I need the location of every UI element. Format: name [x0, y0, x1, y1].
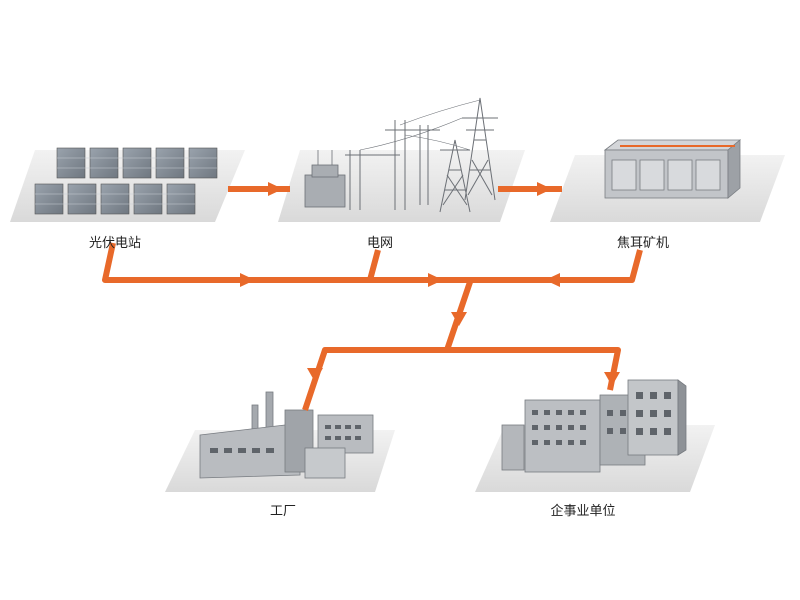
- flow-miner-down: [465, 249, 643, 283]
- flow-lines: [102, 186, 643, 411]
- arrow-down-icon: [451, 312, 467, 326]
- arrow-down-icon: [307, 368, 323, 382]
- enterprise-buildings: [501, 379, 687, 473]
- grid-label: 电网: [366, 236, 394, 251]
- solar-panel-array: [34, 147, 218, 215]
- factory-buildings: [199, 391, 374, 479]
- factory-label: 工厂: [269, 504, 297, 519]
- flow-grid-down: [367, 249, 381, 281]
- transmission-towers: [345, 97, 498, 213]
- arrow-right-icon: [240, 273, 255, 287]
- solar-station-label: 光伏电站: [88, 236, 142, 251]
- power-grid: [278, 97, 525, 222]
- arrow-right-icon: [428, 273, 443, 287]
- arrow-right-icon: [537, 182, 552, 196]
- flow-to-factory: [302, 347, 447, 411]
- substation-equipment: [304, 150, 346, 208]
- enterprise-label: 企事业单位: [550, 504, 616, 519]
- arrow-down-icon: [604, 372, 620, 386]
- solar-station: [10, 147, 245, 222]
- flow-arrows: [240, 182, 620, 386]
- arrow-right-icon: [268, 182, 283, 196]
- factory: [165, 391, 395, 492]
- miner-container: [603, 139, 742, 199]
- arrow-left-icon: [545, 273, 560, 287]
- flow-to-enterprise: [447, 347, 621, 391]
- enterprise: [475, 379, 715, 492]
- flow-solar-down: [102, 242, 465, 283]
- joule-miner: [550, 139, 785, 222]
- miner-label: 焦耳矿机: [616, 236, 670, 251]
